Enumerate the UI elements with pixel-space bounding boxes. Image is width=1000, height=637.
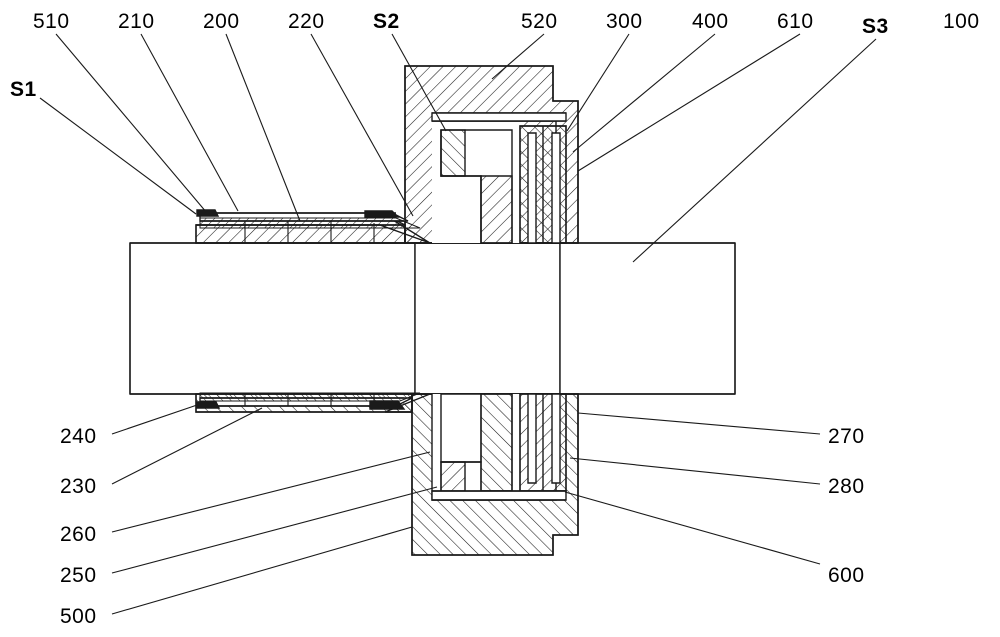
reference-label-520: 520 — [521, 10, 558, 33]
reference-label-220: 220 — [288, 10, 325, 33]
lower-right-annulus-270-280 — [519, 393, 567, 492]
reference-label-100: 100 — [943, 10, 980, 33]
reference-label-210: 210 — [118, 10, 155, 33]
reference-label-240: 240 — [60, 425, 97, 448]
upper-left-seal-510 — [196, 209, 400, 218]
reference-label-610: 610 — [777, 10, 814, 33]
reference-label-270: 270 — [828, 425, 865, 448]
upper-right-annulus-400 — [519, 125, 567, 244]
reference-label-400: 400 — [692, 10, 729, 33]
reference-label-600: 600 — [828, 564, 865, 587]
upper-inner-plug-520 — [440, 129, 513, 244]
lower-left-thin-layers-240 — [199, 392, 421, 407]
reference-label-510: 510 — [33, 10, 70, 33]
reference-label-200: 200 — [203, 10, 240, 33]
lower-cap-strip — [431, 490, 567, 501]
reference-label-500: 500 — [60, 605, 97, 628]
upper-cap-strip — [431, 112, 567, 122]
reference-label-280: 280 — [828, 475, 865, 498]
reference-label-260: 260 — [60, 523, 97, 546]
reference-label-230: 230 — [60, 475, 97, 498]
central-body-100 — [129, 242, 736, 395]
reference-label-s1: S1 — [10, 78, 37, 101]
lower-inner-plug-250 — [440, 393, 513, 492]
upper-left-ticks — [244, 221, 375, 243]
leader-lines — [39, 33, 877, 615]
reference-label-s2: S2 — [373, 10, 400, 33]
lower-left-ticks — [244, 394, 375, 406]
drawing-geometry — [39, 33, 877, 615]
reference-label-250: 250 — [60, 564, 97, 587]
upper-left-thin-layers-210-220 — [199, 212, 421, 229]
lower-left-seal-260 — [196, 400, 406, 410]
reference-label-300: 300 — [606, 10, 643, 33]
reference-label-s3: S3 — [862, 15, 889, 38]
